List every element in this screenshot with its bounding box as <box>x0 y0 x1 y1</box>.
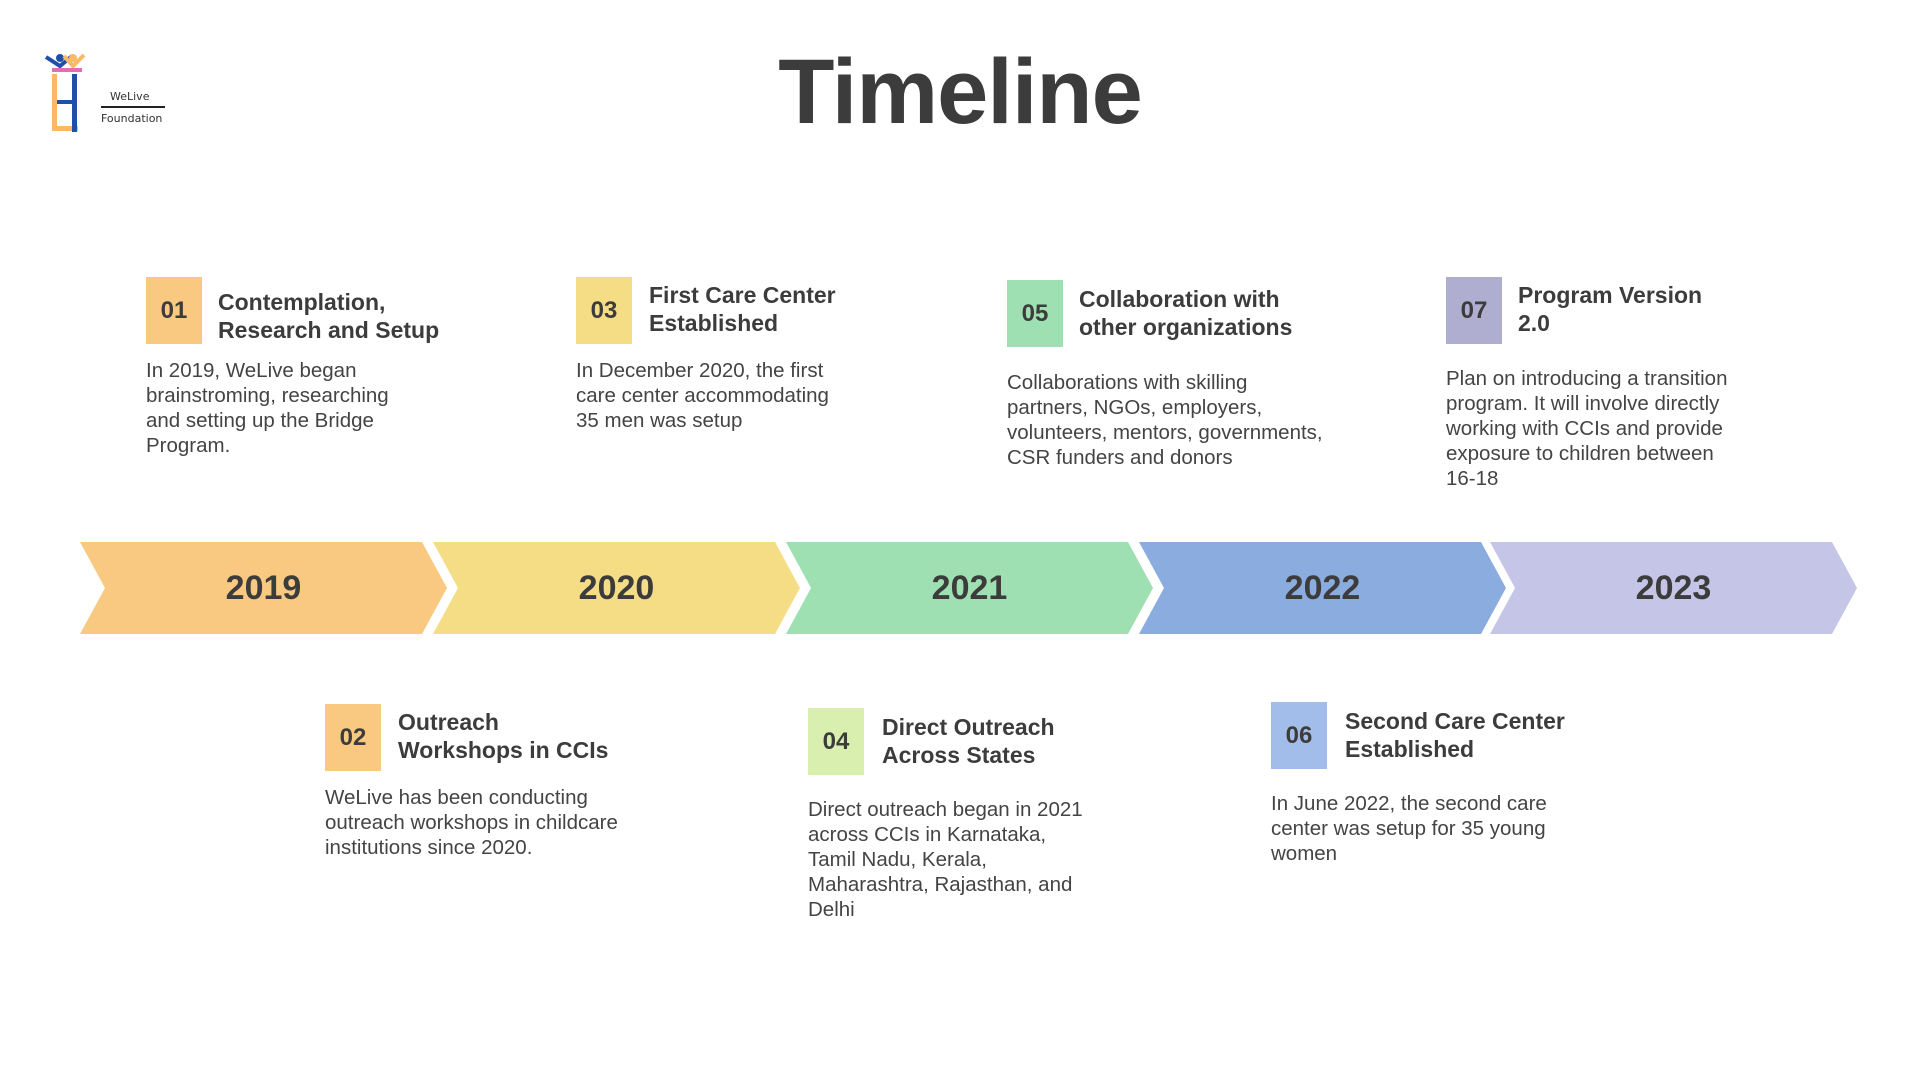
milestone-06: 06 Second Care Center Established In Jun… <box>1271 702 1671 902</box>
timeline-bar: 2019 2020 2021 2022 2023 <box>0 542 1920 634</box>
milestone-number: 06 <box>1271 702 1327 769</box>
milestone-title: Collaboration with other organizations <box>1079 286 1293 340</box>
year-label: 2020 <box>578 568 655 607</box>
logo-figure-icon <box>44 53 165 132</box>
year-label: 2022 <box>1284 568 1361 607</box>
year-label: 2023 <box>1635 568 1712 607</box>
milestone-03: 03 First Care Center Established In Dece… <box>576 277 976 477</box>
year-segment-2019: 2019 <box>80 542 447 634</box>
milestone-05: 05 Collaboration with other organization… <box>1007 280 1407 480</box>
milestone-description: Collaborations with skilling partners, N… <box>1007 371 1323 469</box>
page-title: Timeline <box>778 41 1143 143</box>
milestone-title: Outreach Workshops in CCIs <box>398 709 609 763</box>
logo-text-welive: WeLive <box>110 90 150 103</box>
milestone-01: 01 Contemplation, Research and Setup In … <box>146 277 546 477</box>
milestone-title: Second Care Center Established <box>1345 708 1565 762</box>
milestone-number: 01 <box>146 277 202 344</box>
milestone-title: Direct Outreach Across States <box>882 714 1055 768</box>
milestone-02: 02 Outreach Workshops in CCIs WeLive has… <box>325 704 725 904</box>
year-segment-2023: 2023 <box>1490 542 1857 634</box>
year-label: 2021 <box>931 568 1008 607</box>
welive-logo: WeLive Foundation <box>44 52 174 134</box>
year-label: 2019 <box>225 568 302 607</box>
milestone-title: First Care Center Established <box>649 282 836 336</box>
milestone-description: Direct outreach began in 2021 across CCI… <box>808 798 1083 921</box>
milestone-number: 03 <box>576 277 632 344</box>
milestone-number: 02 <box>325 704 381 771</box>
milestone-number: 05 <box>1007 280 1063 347</box>
milestone-description: WeLive has been conducting outreach work… <box>325 786 618 859</box>
year-segment-2020: 2020 <box>433 542 800 634</box>
milestone-07: 07 Program Version 2.0 Plan on introduci… <box>1446 277 1846 490</box>
milestone-description: In 2019, WeLive began brainstroming, res… <box>146 359 389 457</box>
logo-text-foundation: Foundation <box>101 112 163 125</box>
milestone-description: Plan on introducing a transition program… <box>1446 367 1728 490</box>
milestone-title: Contemplation, Research and Setup <box>218 289 440 343</box>
milestone-number: 04 <box>808 708 864 775</box>
year-segment-2022: 2022 <box>1139 542 1506 634</box>
milestone-description: In June 2022, the second care center was… <box>1271 792 1547 865</box>
milestone-04: 04 Direct Outreach Across States Direct … <box>808 708 1208 921</box>
year-segment-2021: 2021 <box>786 542 1153 634</box>
milestone-description: In December 2020, the first care center … <box>576 359 829 432</box>
milestone-title: Program Version 2.0 <box>1518 282 1703 336</box>
milestone-number: 07 <box>1446 277 1502 344</box>
